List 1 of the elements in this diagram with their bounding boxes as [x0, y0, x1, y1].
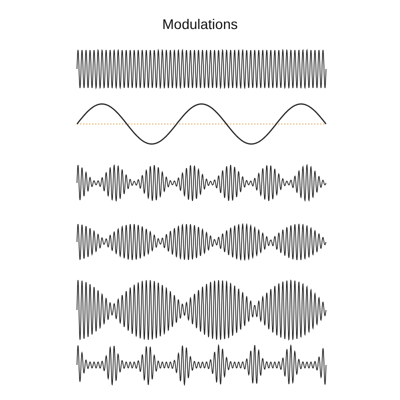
title: Modulations [162, 16, 238, 32]
